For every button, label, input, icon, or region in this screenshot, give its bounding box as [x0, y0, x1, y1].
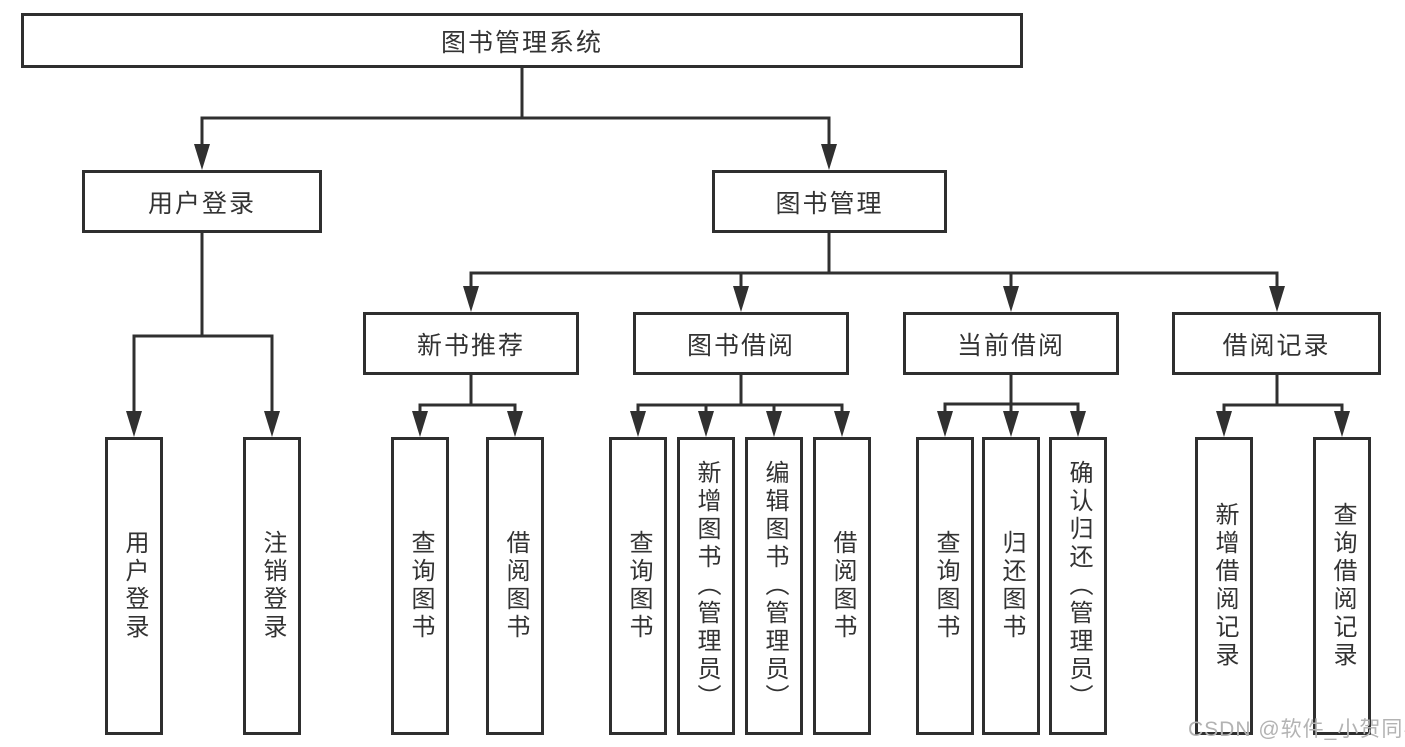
arrowhead-down-icon [1334, 411, 1350, 437]
leaf-query-books-recommend: 查询图书 [391, 437, 449, 735]
arrowhead-down-icon [264, 411, 280, 437]
connector-book-management-to-level3 [463, 233, 1285, 312]
arrowhead-down-icon [194, 144, 210, 170]
arrowhead-down-icon [834, 411, 850, 437]
arrowhead-down-icon [733, 286, 749, 312]
arrowhead-down-icon [1003, 411, 1019, 437]
leaf-logout: 注销登录 [243, 437, 301, 735]
arrowhead-down-icon [698, 411, 714, 437]
connector-borrow-records-to-leaves [1216, 375, 1350, 437]
node-current-borrow: 当前借阅 [903, 312, 1119, 375]
node-new-book-recommend: 新书推荐 [363, 312, 579, 375]
arrowhead-down-icon [630, 411, 646, 437]
connector-root-to-level2 [194, 66, 837, 170]
arrowhead-down-icon [821, 144, 837, 170]
leaf-confirm-return-admin: 确认归还（管理员） [1049, 437, 1107, 735]
connector-current-borrow-to-leaves [937, 375, 1086, 437]
csdn-watermark: CSDN @软件_小贺同学 [1188, 718, 1405, 741]
arrowhead-down-icon [1216, 411, 1232, 437]
arrowhead-down-icon [1070, 411, 1086, 437]
arrowhead-down-icon [1003, 286, 1019, 312]
leaf-user-login: 用户登录 [105, 437, 163, 735]
leaf-edit-books-admin: 编辑图书（管理员） [745, 437, 803, 735]
leaf-borrow-books: 借阅图书 [813, 437, 871, 735]
leaf-add-books-admin: 新增图书（管理员） [677, 437, 735, 735]
arrowhead-down-icon [412, 411, 428, 437]
node-borrow-records: 借阅记录 [1172, 312, 1381, 375]
node-book-management: 图书管理 [712, 170, 947, 233]
node-user-login: 用户登录 [82, 170, 322, 233]
arrowhead-down-icon [463, 286, 479, 312]
leaf-return-books: 归还图书 [982, 437, 1040, 735]
leaf-add-borrow-record: 新增借阅记录 [1195, 437, 1253, 735]
arrowhead-down-icon [507, 411, 523, 437]
connector-user-login-to-leaves [126, 233, 280, 437]
leaf-query-books-current: 查询图书 [916, 437, 974, 735]
arrowhead-down-icon [126, 411, 142, 437]
arrowhead-down-icon [937, 411, 953, 437]
arrowhead-down-icon [766, 411, 782, 437]
node-root: 图书管理系统 [21, 13, 1023, 68]
leaf-query-borrow-record: 查询借阅记录 [1313, 437, 1371, 735]
arrowhead-down-icon [1269, 286, 1285, 312]
connector-new-book-recommend-to-leaves [412, 375, 523, 437]
node-book-borrow: 图书借阅 [633, 312, 849, 375]
leaf-borrow-books-recommend: 借阅图书 [486, 437, 544, 735]
connector-book-borrow-to-leaves [630, 375, 850, 437]
leaf-query-books-borrow: 查询图书 [609, 437, 667, 735]
